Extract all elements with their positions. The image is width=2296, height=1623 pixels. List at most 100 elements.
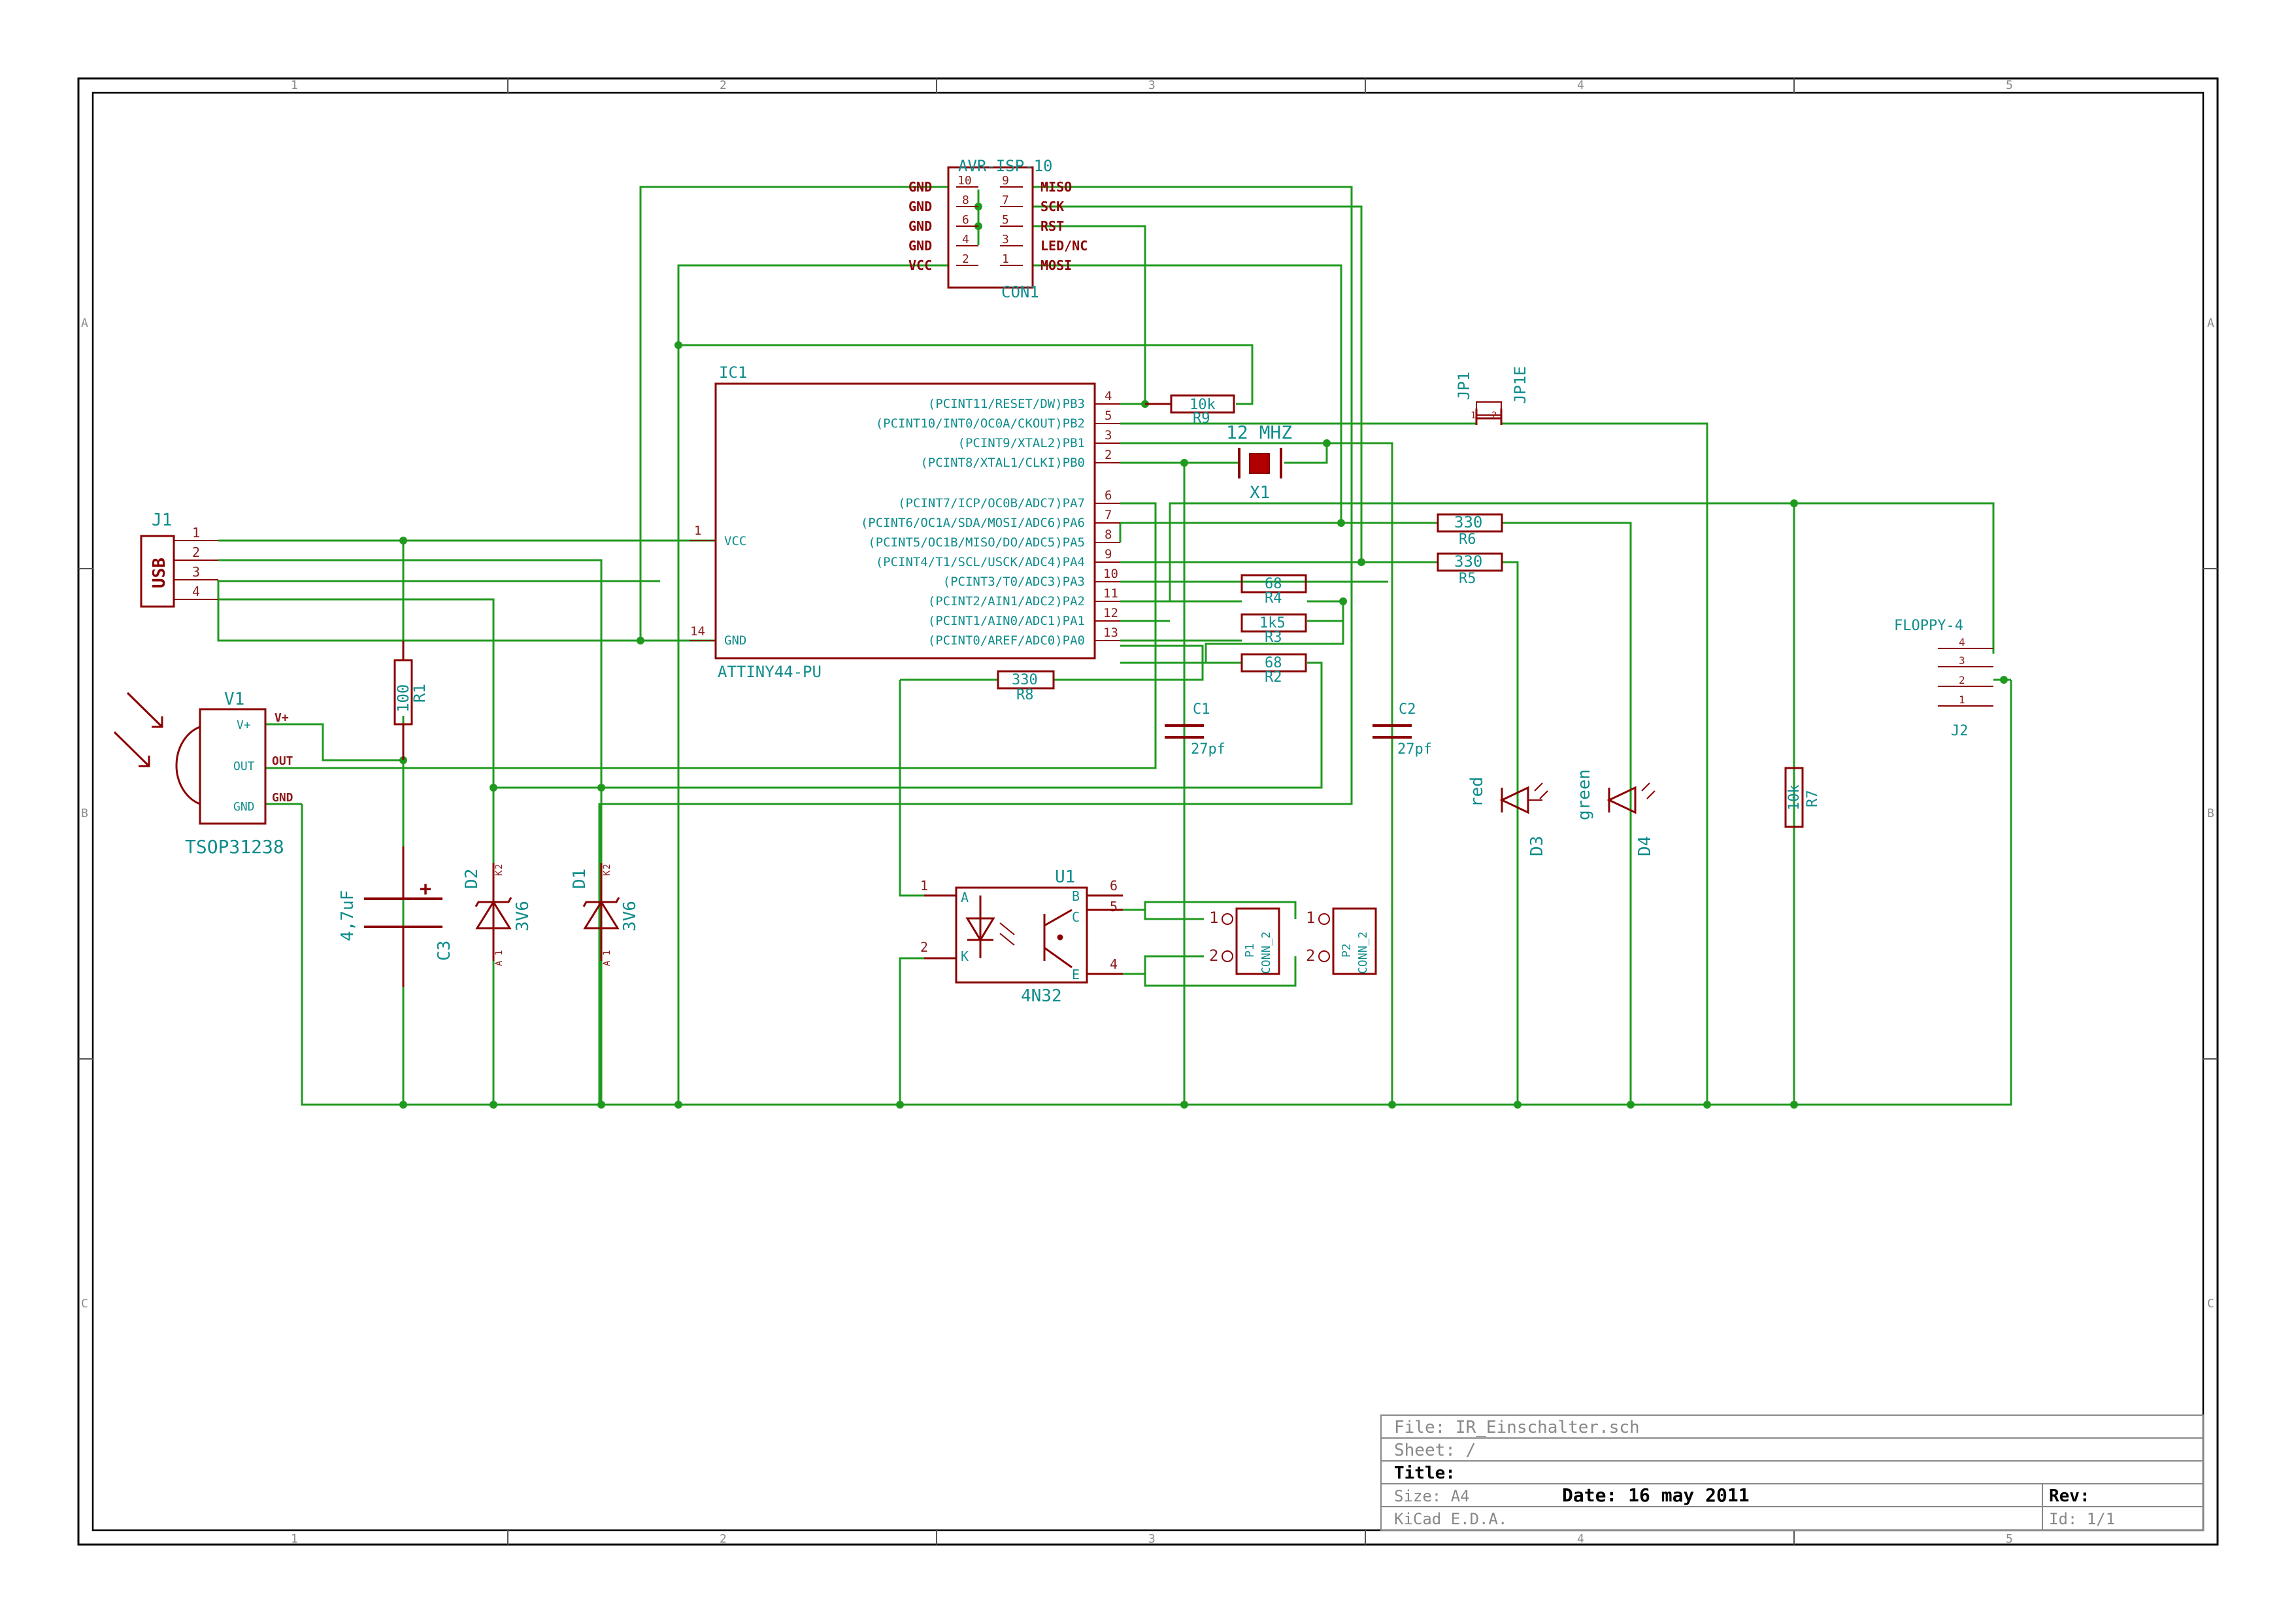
v1-pin-num: OUT bbox=[272, 754, 293, 768]
ic1-pin-num: 6 bbox=[1105, 488, 1112, 503]
col-label: 3 bbox=[1148, 1532, 1156, 1546]
d3-led-red: red D3 bbox=[1467, 777, 1548, 856]
j2-floppy-connector: FLOPPY-4 J2 4 3 2 1 bbox=[1894, 618, 1993, 739]
col-label: 5 bbox=[2006, 78, 2013, 92]
d3-ref: D3 bbox=[1527, 836, 1547, 856]
jp1-jumper: JP1 JP1E 1 2 bbox=[1455, 366, 1529, 425]
ic1-pin-name: (PCINT4/T1/SCL/USCK/ADC4)PA4 bbox=[876, 555, 1085, 569]
row-label: A bbox=[2207, 316, 2214, 330]
v1-ref: V1 bbox=[224, 690, 244, 709]
col-label: 1 bbox=[291, 1532, 298, 1546]
ic1-pin-name: (PCINT5/OC1B/MISO/DO/ADC5)PA5 bbox=[868, 535, 1085, 550]
d2-value: 3V6 bbox=[513, 901, 533, 931]
title-tool: KiCad E.D.A. bbox=[1394, 1510, 1507, 1528]
u1-value: 4N32 bbox=[1021, 986, 1062, 1006]
frame-labels: 1 2 3 4 5 1 2 3 4 5 A B C A B C bbox=[81, 78, 2214, 1546]
r6-resistor: 330 R6 bbox=[1437, 513, 1503, 548]
col-label: 1 bbox=[291, 78, 298, 92]
c2-capacitor: C2 27pf bbox=[1373, 701, 1432, 758]
r8-value: 330 bbox=[1012, 672, 1038, 688]
r5-ref: R5 bbox=[1459, 571, 1476, 587]
con1-pin-name: GND bbox=[908, 218, 932, 234]
r9-ref: R9 bbox=[1193, 410, 1210, 427]
con1-ref: CON1 bbox=[1001, 283, 1039, 301]
j1-pin: 4 bbox=[192, 584, 200, 599]
r1-value: 100 bbox=[394, 684, 412, 712]
d4-led-green: green D4 bbox=[1574, 769, 1655, 856]
jp1-value: JP1E bbox=[1511, 366, 1529, 404]
p2-ref: P2 bbox=[1340, 943, 1354, 958]
row-label: C bbox=[81, 1297, 88, 1311]
ic1-value: ATTINY44-PU bbox=[718, 663, 822, 681]
d1-ref: D1 bbox=[570, 869, 590, 889]
j1-value: USB bbox=[150, 558, 169, 588]
r3-resistor: 1k5 R3 bbox=[1240, 613, 1307, 646]
c2-value: 27pf bbox=[1397, 741, 1432, 758]
ir-arrows-icon bbox=[113, 692, 163, 767]
r1-resistor: 100 R1 bbox=[393, 641, 429, 760]
p1-connector: P1 CONN_2 1 2 bbox=[1209, 907, 1280, 975]
title-file: File: IR_Einschalter.sch bbox=[1394, 1418, 1640, 1437]
ic1-pin-num: 13 bbox=[1103, 626, 1118, 640]
con1-pin-name: GND bbox=[908, 199, 932, 214]
u1-optocoupler: U1 4N32 A K B C E 1 2 6 5 4 bbox=[920, 867, 1123, 1006]
r2-resistor: 68 R2 bbox=[1240, 653, 1307, 686]
v1-pin-num: V+ bbox=[275, 711, 289, 725]
c1-capacitor: C1 27pf bbox=[1165, 701, 1225, 758]
col-label: 5 bbox=[2006, 1532, 2013, 1546]
u1-pin-num: 4 bbox=[1110, 956, 1118, 972]
row-label: B bbox=[2207, 807, 2214, 820]
d2-pin-k: K bbox=[494, 870, 505, 876]
con1-pin-num: 4 bbox=[962, 233, 969, 246]
c2-ref: C2 bbox=[1399, 701, 1416, 718]
title-date: Date: 16 may 2011 bbox=[1562, 1484, 1750, 1506]
ic1-pin-num: 1 bbox=[694, 524, 701, 538]
ic1-pin-name: (PCINT7/ICP/OC0B/ADC7)PA7 bbox=[898, 496, 1085, 510]
d1-pin-2: 2 bbox=[602, 864, 612, 869]
r2-ref: R2 bbox=[1265, 669, 1282, 686]
d1-pin-a: A bbox=[602, 960, 612, 966]
r6-value: 330 bbox=[1454, 513, 1482, 531]
d1-zener-diode: D1 3V6 K 2 A 1 bbox=[570, 863, 640, 966]
ic1-pin-num: 4 bbox=[1105, 389, 1112, 403]
ic1-pin-name: (PCINT2/AIN1/ADC2)PA2 bbox=[928, 594, 1085, 609]
j1-ref: J1 bbox=[152, 510, 172, 530]
p2-value: CONN_2 bbox=[1356, 931, 1370, 974]
ic1-pin-name: (PCINT3/T0/ADC3)PA3 bbox=[943, 575, 1085, 589]
u1-pin-num: 2 bbox=[920, 939, 928, 955]
ic1-ref: IC1 bbox=[719, 363, 747, 382]
con1-pin-num: 10 bbox=[957, 174, 972, 188]
d3-value: red bbox=[1467, 777, 1487, 807]
v1-pin-label: GND bbox=[233, 800, 255, 814]
con1-pin-name: MISO bbox=[1040, 179, 1072, 195]
ic1-pin-num: 2 bbox=[1105, 448, 1112, 462]
d2-pin-a: A bbox=[494, 960, 505, 966]
ic1-pin-name: (PCINT10/INT0/OC0A/CKOUT)PB2 bbox=[876, 416, 1085, 431]
con1-pin-name: MOSI bbox=[1040, 258, 1072, 273]
row-label: B bbox=[81, 807, 88, 820]
r4-ref: R4 bbox=[1265, 590, 1282, 607]
con1-pin-name: GND bbox=[908, 179, 932, 195]
con1-value: AVR-ISP-10 bbox=[958, 157, 1053, 175]
c3-capacitor: + 4,7uF C3 bbox=[338, 846, 454, 987]
v1-ir-receiver: V1 TSOP31238 V+ OUT GND V+ OUT GND bbox=[113, 690, 293, 858]
u1-ref: U1 bbox=[1055, 867, 1075, 887]
ic1-pin-num: 3 bbox=[1105, 428, 1112, 443]
ic1-attiny44: IC1 ATTINY44-PU (PCINT11/RESET/DW)PB3 (P… bbox=[690, 363, 1120, 681]
c3-ref: C3 bbox=[435, 941, 454, 961]
c3-value: 4,7uF bbox=[338, 890, 358, 941]
ic1-pin-num: 12 bbox=[1103, 606, 1118, 620]
c1-ref: C1 bbox=[1193, 701, 1210, 718]
r7-ref: R7 bbox=[1805, 790, 1821, 808]
d2-pin-2: 2 bbox=[494, 864, 505, 869]
sheet-frame bbox=[77, 77, 2219, 1546]
d2-zener-diode: D2 3V6 K 2 A 1 bbox=[462, 863, 533, 966]
u1-pin-num: 1 bbox=[920, 878, 928, 894]
light-emit-icon bbox=[1641, 782, 1655, 799]
j1-pin: 1 bbox=[192, 525, 200, 541]
u1-pin-label: E bbox=[1072, 967, 1080, 982]
j2-pin: 3 bbox=[1959, 654, 1965, 667]
r8-resistor: 330 R8 bbox=[997, 670, 1055, 703]
r4-resistor: 68 R4 bbox=[1240, 574, 1307, 607]
con1-pin-name: GND bbox=[908, 238, 932, 254]
